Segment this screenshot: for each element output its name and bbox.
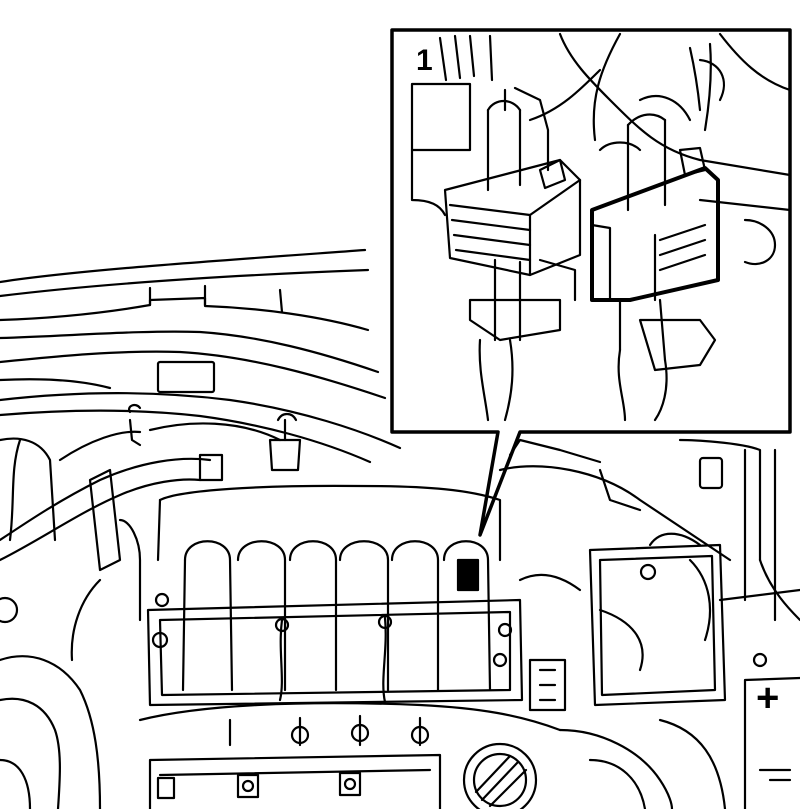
lower-engine xyxy=(138,702,727,809)
detail-inset-frame xyxy=(390,28,792,537)
callout-number-label: 1 xyxy=(416,44,433,77)
engine-cover-lines xyxy=(0,248,402,464)
intake-manifold xyxy=(146,484,524,707)
battery-plus-terminal-label: + xyxy=(756,676,780,720)
hoses-left xyxy=(0,403,302,809)
inset-connector-detail xyxy=(410,32,792,422)
right-components xyxy=(498,438,800,809)
